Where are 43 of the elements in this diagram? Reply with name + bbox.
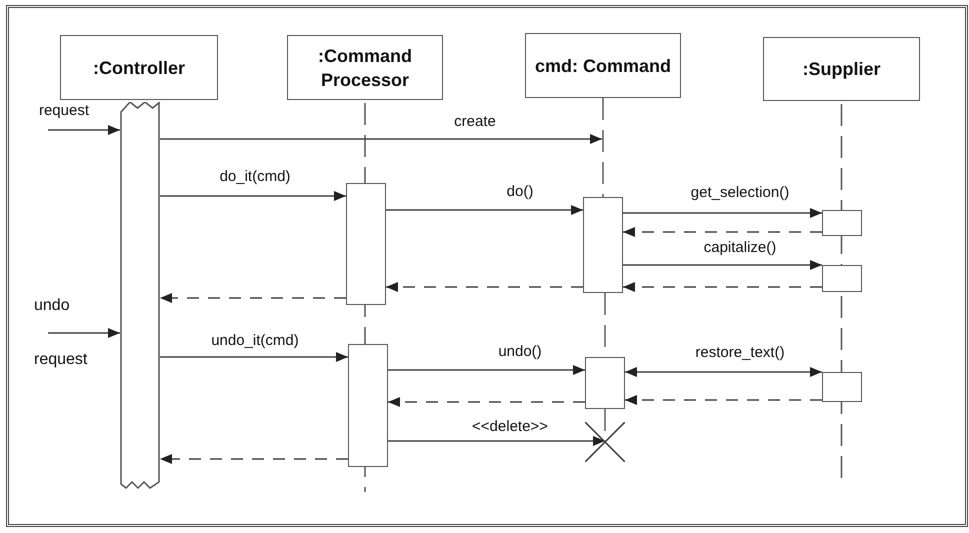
- message-arrow: [386, 205, 583, 215]
- message-arrow: [388, 436, 605, 446]
- return-arrow: [623, 227, 822, 237]
- edge-label: request: [38, 101, 90, 121]
- lifeline: [602, 98, 604, 197]
- message-arrow: [160, 352, 348, 362]
- activation-bar: [583, 197, 623, 293]
- destruction-cross: [585, 422, 625, 462]
- object-box: :Supplier: [763, 37, 920, 101]
- activation-bar: [822, 265, 862, 292]
- return-arrow: [160, 454, 348, 464]
- edge-label: do(): [506, 182, 534, 202]
- message-arrow: [623, 208, 822, 218]
- activation-bar: [348, 344, 388, 467]
- return-arrow: [160, 293, 346, 303]
- object-box: cmd: Command: [525, 33, 681, 98]
- return-arrow: [625, 395, 822, 405]
- object-box: :Command Processor: [287, 35, 443, 100]
- activation-bar: [585, 357, 625, 409]
- edge-label: do_it(cmd): [218, 167, 292, 187]
- edge-label: <<delete>>: [471, 417, 549, 437]
- message-arrow: [625, 367, 822, 377]
- activation-bar: [120, 102, 160, 490]
- message-arrow: [48, 125, 120, 135]
- return-arrow: [623, 282, 822, 292]
- activation-bar: [346, 183, 386, 305]
- message-arrow: [160, 191, 346, 201]
- return-arrow: [386, 282, 583, 292]
- activation-bar: [822, 210, 862, 236]
- edge-label: undo_it(cmd): [210, 331, 300, 351]
- edge-label: undo(): [497, 342, 543, 362]
- object-box: :Controller: [60, 35, 218, 100]
- message-arrow: [388, 365, 585, 375]
- edge-label: capitalize(): [702, 238, 778, 258]
- message-arrow: [623, 260, 822, 270]
- edge-label: get_selection(): [690, 183, 790, 203]
- message-arrow: [48, 328, 120, 338]
- message-arrow: [160, 134, 602, 144]
- edge-label: undo request: [34, 296, 88, 370]
- edge-label: restore_text(): [694, 343, 786, 363]
- return-arrow: [388, 397, 585, 407]
- activation-bar: [822, 372, 862, 402]
- edge-label: create: [453, 112, 497, 132]
